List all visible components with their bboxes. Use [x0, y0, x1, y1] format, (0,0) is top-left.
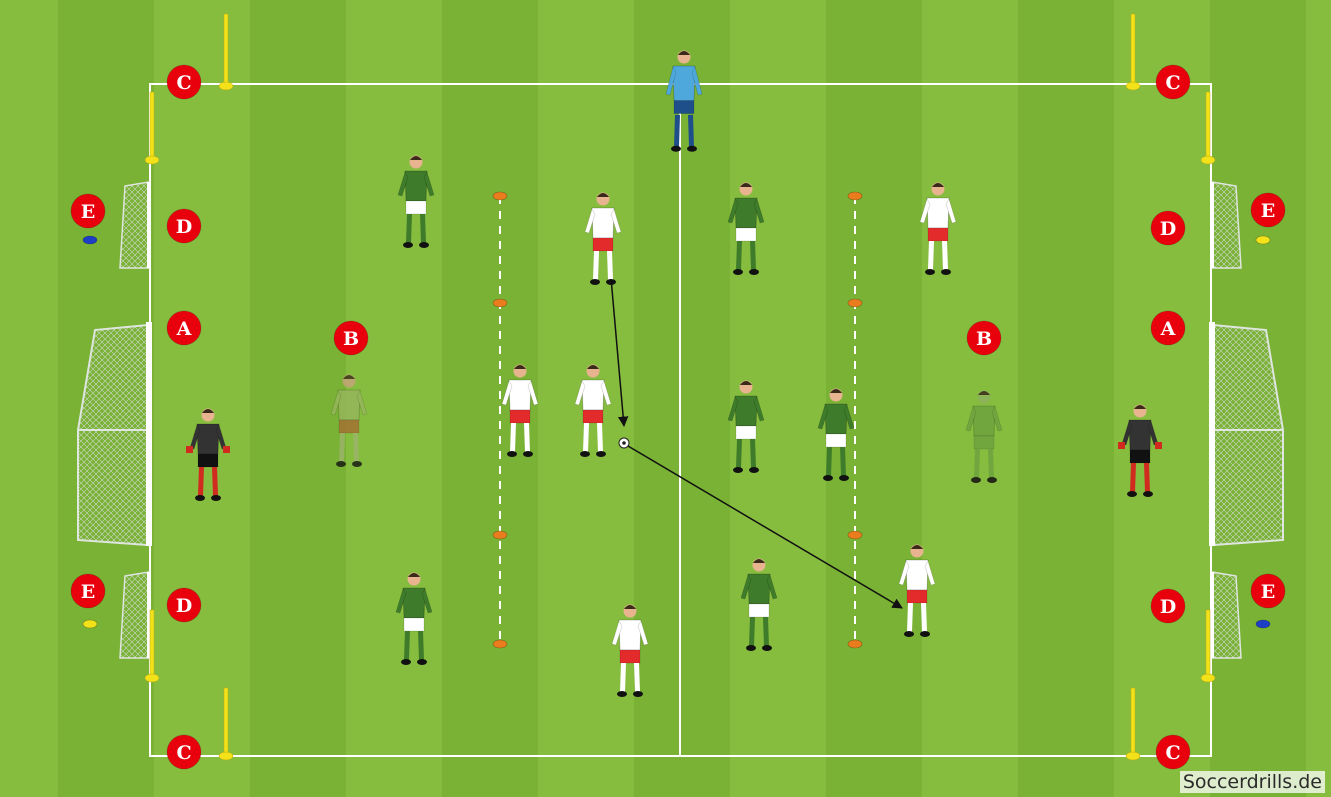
cone-orange: [493, 531, 507, 539]
marker-letter: D: [1160, 596, 1176, 618]
mini-goal-upper-right: [1210, 182, 1241, 268]
marker-letter: C: [176, 742, 191, 764]
marker-E-lower-left: E: [71, 574, 105, 608]
marker-E-upper-right: E: [1251, 193, 1285, 227]
marker-D-lower-right: D: [1151, 589, 1185, 623]
marker-B-right: B: [967, 321, 1001, 355]
mini-goal-lower-right: [1210, 572, 1241, 658]
marker-letter: C: [176, 72, 191, 94]
marker-C-bottom-left: C: [167, 735, 201, 769]
marker-D-lower-left: D: [167, 588, 201, 622]
marker-letter: A: [176, 318, 192, 340]
marker-letter: A: [1160, 318, 1176, 340]
marker-C-top-right: C: [1156, 65, 1190, 99]
cone-orange: [493, 192, 507, 200]
cone-orange: [848, 192, 862, 200]
marker-letter: C: [1165, 742, 1180, 764]
cone-yellow: [83, 620, 97, 628]
mini-goal-upper-left: [120, 182, 151, 268]
marker-letter: D: [176, 595, 192, 617]
marker-letter: E: [1261, 581, 1275, 603]
cone-blue: [83, 236, 97, 244]
marker-letter: E: [1261, 200, 1275, 222]
marker-E-upper-left: E: [71, 194, 105, 228]
marker-letter: E: [81, 581, 95, 603]
cone-orange: [493, 299, 507, 307]
cone-orange: [848, 640, 862, 648]
watermark: Soccerdrills.de: [1180, 771, 1325, 793]
marker-letter: B: [976, 328, 992, 350]
marker-D-upper-right: D: [1151, 211, 1185, 245]
marker-C-top-left: C: [167, 65, 201, 99]
marker-A-right: A: [1151, 311, 1185, 345]
marker-D-upper-left: D: [167, 209, 201, 243]
cone-orange: [848, 299, 862, 307]
cone-yellow: [1256, 236, 1270, 244]
marker-B-left: B: [334, 321, 368, 355]
marker-letter: D: [176, 216, 192, 238]
marker-A-left: A: [167, 311, 201, 345]
marker-letter: E: [81, 201, 95, 223]
marker-E-lower-right: E: [1251, 574, 1285, 608]
marker-letter: B: [343, 328, 359, 350]
marker-letter: D: [1160, 218, 1176, 240]
mini-goal-lower-left: [120, 572, 151, 658]
ball: [619, 438, 629, 448]
marker-C-bottom-right: C: [1156, 735, 1190, 769]
marker-letter: C: [1165, 72, 1180, 94]
cone-orange: [493, 640, 507, 648]
cone-orange: [848, 531, 862, 539]
cone-blue: [1256, 620, 1270, 628]
